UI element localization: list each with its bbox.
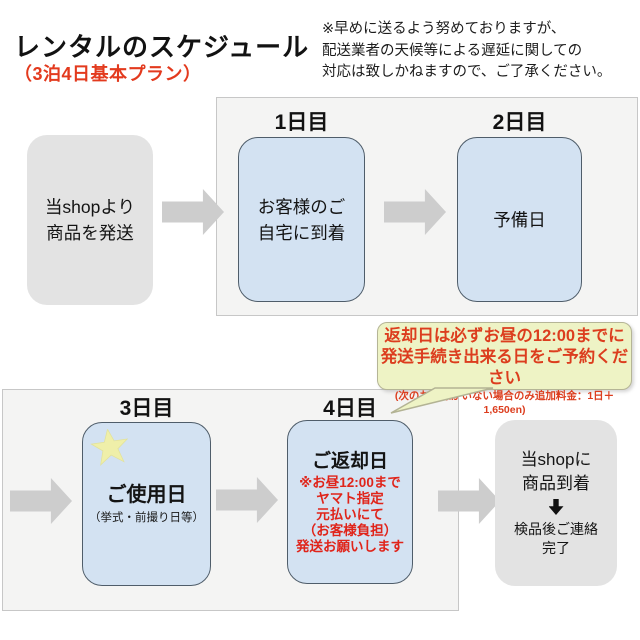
- day4-box: ご返却日 ※お昼12:00まで ヤマト指定 元払いにて （お客様負担） 発送お願…: [287, 420, 413, 584]
- day1-box: お客様のご 自宅に到着: [238, 137, 365, 302]
- day3-box: ご使用日 （挙式・前撮り日等）: [82, 422, 211, 586]
- page-subtitle: （3泊4日基本プラン）: [14, 64, 202, 84]
- right-arrow-icon: [162, 188, 224, 236]
- callout-line1: 返却日は必ずお昼の12:00までに: [384, 327, 625, 345]
- callout-tail: [390, 387, 494, 414]
- star-icon: [90, 428, 129, 466]
- day2-box-label: 予備日: [493, 210, 546, 230]
- day1-label: 1日目: [274, 111, 329, 134]
- down-arrow-icon: [548, 499, 564, 515]
- ship-start-box: 当shopより 商品を発送: [27, 135, 153, 305]
- day4-return-instructions: ※お昼12:00まで ヤマト指定 元払いにて （お客様負担） 発送お願いします: [296, 474, 404, 554]
- ship-start-label: 当shopより 商品を発送: [44, 197, 136, 243]
- arrival-box: 当shopに 商品到着 検品後ご連絡 完了: [495, 420, 617, 586]
- page-title: レンタルのスケジュール: [14, 32, 310, 62]
- day1-box-label: お客様のご 自宅に到着: [257, 196, 346, 243]
- day2-label: 2日目: [492, 111, 547, 134]
- day3-box-title: ご使用日: [106, 484, 187, 506]
- day4-box-title: ご返却日: [311, 450, 388, 472]
- day2-box: 予備日: [457, 137, 582, 302]
- delivery-disclaimer-note: ※早めに送るよう努めておりますが、 配送業者の天候等による遅延に関しての 対応は…: [322, 21, 612, 80]
- day4-label: 4日目: [323, 397, 377, 420]
- inspection-complete-label: 検品後ご連絡 完了: [514, 521, 598, 556]
- callout-line2: 発送手続き出来る日をご予約ください: [380, 348, 629, 387]
- day3-label: 3日目: [119, 397, 174, 420]
- return-deadline-callout: 返却日は必ずお昼の12:00までに 発送手続き出来る日をご予約ください (次のお…: [377, 322, 632, 416]
- day3-box-subtitle: （挙式・前撮り日等）: [89, 512, 204, 524]
- arrival-label: 当shopに 商品到着: [520, 450, 592, 493]
